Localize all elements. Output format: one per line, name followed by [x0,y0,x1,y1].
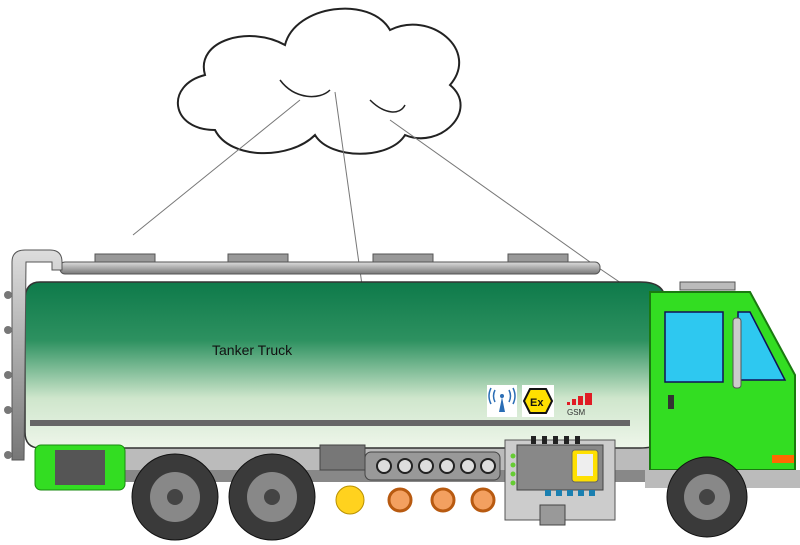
wheels [131,453,748,541]
gsm-logo-icon: GSM [567,393,592,417]
svg-text:GSM: GSM [567,408,586,417]
cloud [177,7,462,155]
vent-pipe [11,249,63,461]
cab [645,281,800,488]
fuel-cap [335,485,365,515]
tank-label: Tanker Truck [212,342,293,358]
wireless-antenna-icon [487,385,517,417]
atex-ex-icon: Ex [522,385,554,417]
tank: Tanker Truck [24,253,666,449]
control-box [504,436,616,526]
svg-text:Ex: Ex [530,397,544,409]
